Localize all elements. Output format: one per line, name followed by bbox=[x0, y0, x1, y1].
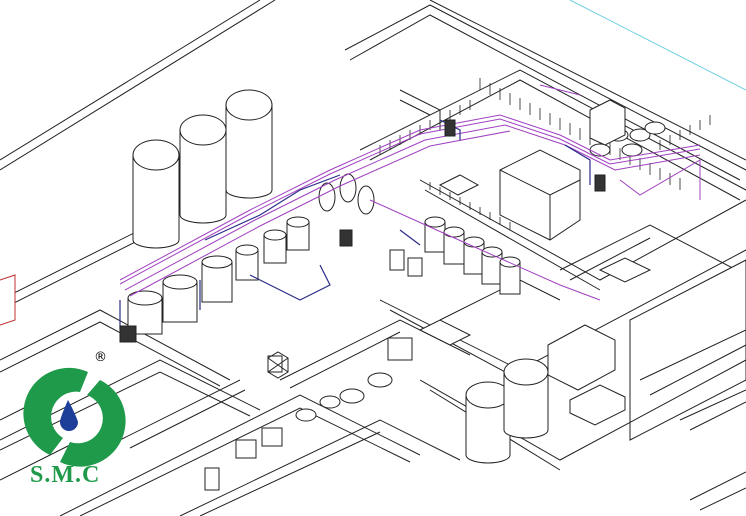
small-equipment bbox=[0, 119, 606, 379]
smc-logo-text: S.M.C bbox=[30, 462, 101, 488]
equipment-blocks bbox=[204, 99, 652, 491]
registered-mark: ® bbox=[94, 350, 107, 365]
silo bbox=[179, 114, 227, 224]
smc-logo-mark bbox=[23, 367, 126, 467]
silo bbox=[225, 89, 273, 199]
guide-line bbox=[569, 0, 746, 91]
silo bbox=[132, 139, 180, 249]
silo bbox=[465, 381, 511, 464]
pipework-purple bbox=[119, 84, 701, 301]
storage-silos bbox=[132, 89, 549, 464]
silo bbox=[503, 358, 549, 439]
